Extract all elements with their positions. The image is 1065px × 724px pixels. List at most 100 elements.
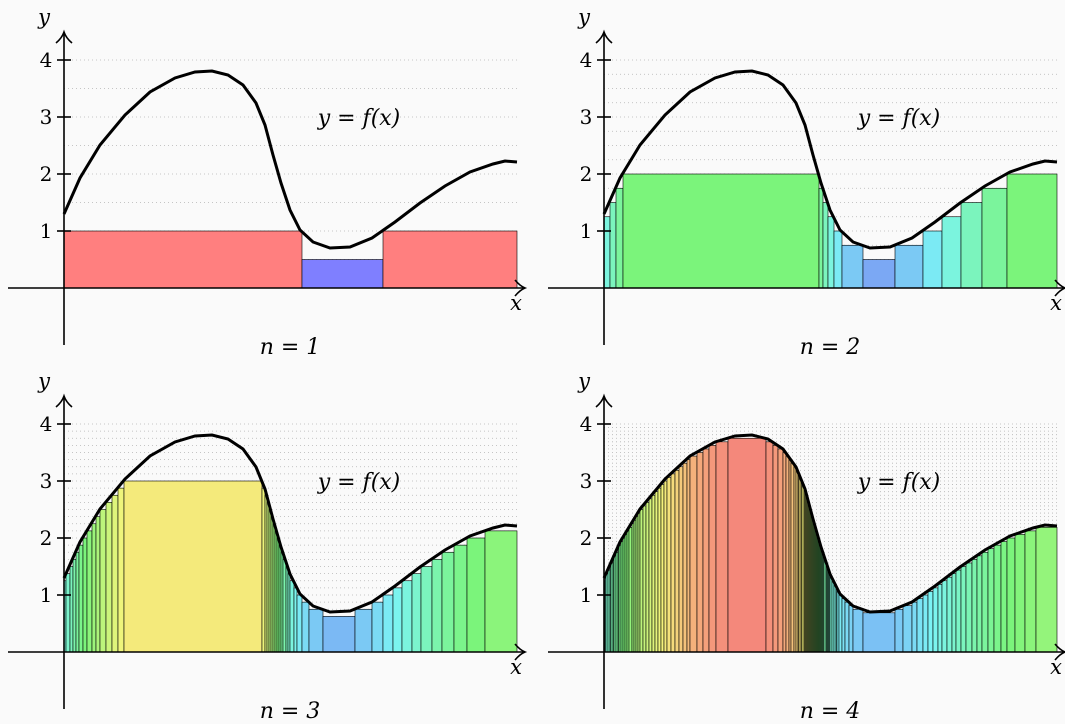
y-tick-label-2: 2 [580,162,593,186]
function-label: y = f(x) [317,470,401,495]
dotted-grid [64,59,517,260]
x-axis-arrow-icon [514,643,528,661]
approximation-bar [946,576,953,653]
y-tick-label-3: 3 [580,469,593,493]
approximation-bar [86,530,93,653]
approximation-bar [833,230,843,289]
x-axis-label: x [510,291,522,315]
axes [8,29,528,345]
approximation-bar [678,466,684,653]
approximation-bar [670,473,676,653]
x-axis-label: x [510,655,522,679]
approximation-bar [782,452,787,653]
approximation-bar [937,584,943,653]
approximation-bar [894,244,924,289]
function-curve [62,433,518,614]
approximation-bar [922,594,929,653]
approximation-bar [951,573,957,653]
approximation-bar [848,605,854,653]
approximation-bar [682,462,688,653]
approximation-bar [862,259,896,289]
approximation-bar [78,544,84,653]
approximation-bar [689,455,698,653]
approximation-bar [844,601,850,653]
y-tick-label-4: 4 [40,412,53,436]
approximation-bar [955,569,962,653]
approximation-bar [686,459,691,653]
approximation-bar [301,601,310,653]
y-axis-arrow-icon [55,29,73,44]
function-label: y = f(x) [317,106,401,131]
approximation-bar [354,608,373,653]
approximation-bar [466,537,486,653]
approximation-bar [72,559,77,653]
approximation-bar [95,516,101,653]
approximation-bar [841,598,846,653]
approximation-rectangles [63,230,518,289]
approximation-bar [911,601,918,653]
approximation-bar [674,470,680,653]
approximation-bar [123,480,263,653]
approximation-bar [75,551,80,653]
approximation-bar [981,187,1008,289]
y-axis-label: y [577,369,591,393]
approximation-bar [371,601,384,653]
approximation-bar [99,509,107,653]
approximation-bar [971,559,978,653]
approximation-bar [696,452,704,653]
approximation-bar [301,259,384,289]
approximation-bar [453,544,468,653]
approximation-bar [296,594,303,653]
approximation-rectangles [603,437,1058,653]
x-axis-arrow-icon [1054,643,1065,661]
approximation-bar [420,566,433,653]
panel-n2: 1 2 3 4 y x y = f(x) n = 2 [548,5,1065,360]
approximation-bar [65,573,71,653]
approximation-bar [927,591,934,653]
panel-n3: 1 2 3 4 y x y = f(x) n = 3 [8,369,528,724]
approximation-bar [987,548,995,653]
y-tick-label-2: 2 [40,162,53,186]
approximation-bar [293,587,298,653]
panel-caption: n = 3 [260,699,321,724]
approximation-bar [639,509,644,653]
approximation-bar [117,487,125,653]
panel-caption: n = 2 [800,335,861,360]
panel-n1: 1 2 3 4 y x y = f(x) n = 1 [8,5,528,360]
approximation-bar [322,616,356,653]
approximation-bar [666,477,672,653]
y-tick-label-1: 1 [580,219,593,243]
approximation-bar [993,544,1002,653]
approximation-bar [441,551,455,653]
approximation-bar [261,487,266,653]
y-tick-label-4: 4 [40,48,53,72]
x-axis-label: x [1050,291,1062,315]
approximation-bar [392,587,403,653]
approximation-bar [1006,173,1058,289]
approximation-bar [1014,534,1026,653]
y-tick-label-1: 1 [40,219,53,243]
approximation-bar [484,530,518,653]
approximation-bar [841,244,864,289]
axes [548,393,1065,709]
y-axis-label: y [37,369,51,393]
approximation-bar [941,216,962,289]
x-axis-arrow-icon [514,279,528,297]
approximation-bar [818,187,824,289]
function-label: y = f(x) [857,106,941,131]
approximation-bar [772,445,779,653]
approximation-bar [111,494,119,653]
function-label: y = f(x) [857,470,941,495]
approximation-bar [765,441,774,653]
approximation-bar [785,455,790,653]
approximation-bar [609,202,617,289]
approximation-bar [660,484,665,653]
approximation-bar [615,187,624,289]
approximation-bar [727,437,767,653]
approximation-bar [651,494,656,653]
approximation-bar [663,480,668,653]
approximation-bar [827,216,835,289]
approximation-bar [82,537,88,653]
approximation-bar [63,230,303,289]
